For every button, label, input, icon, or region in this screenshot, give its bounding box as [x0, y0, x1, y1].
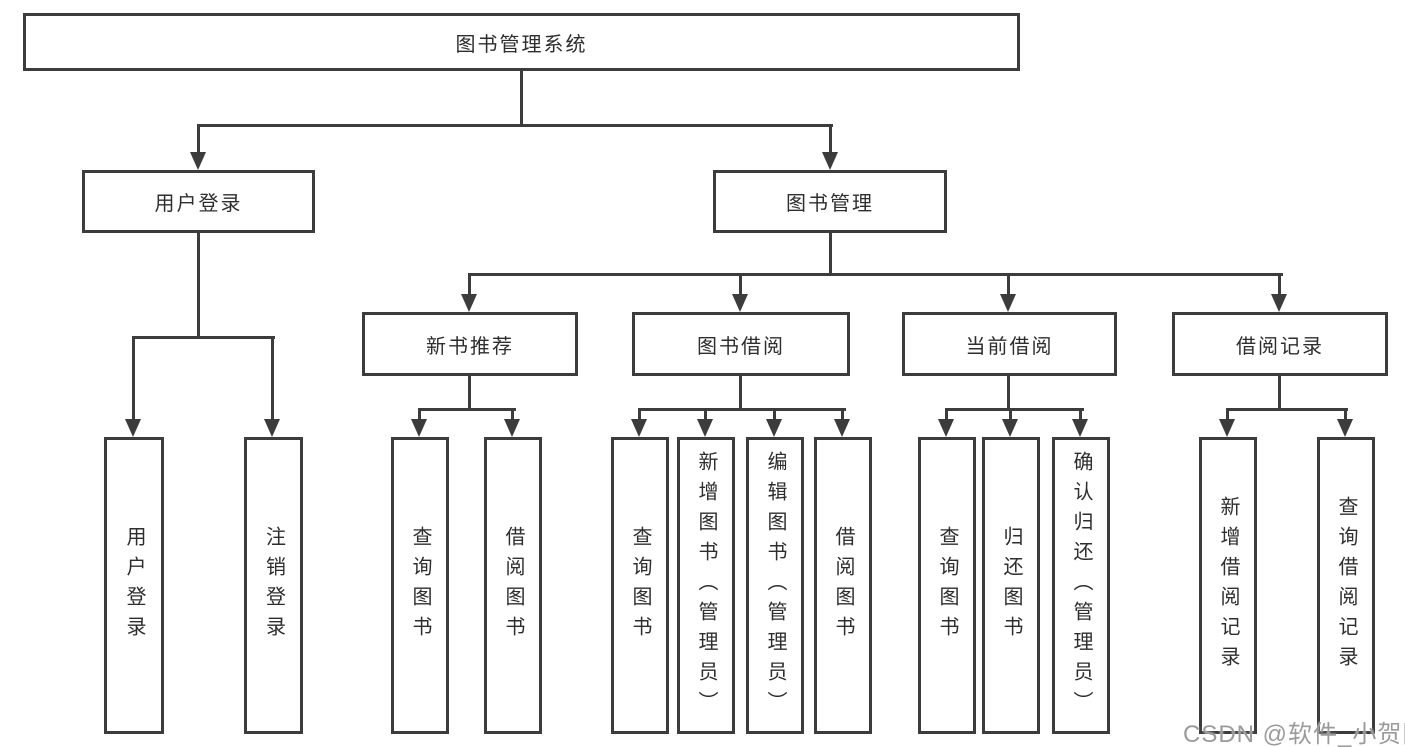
connector-line [197, 124, 200, 152]
node-label: 图书借阅 [697, 335, 785, 358]
node-label: 新增图书（管理员） [695, 450, 717, 721]
connector-line [945, 408, 948, 419]
arrow-down-icon [1002, 419, 1018, 437]
connector-line [945, 408, 1084, 411]
node-label: 用户登录 [123, 525, 145, 646]
connector-line [271, 336, 274, 419]
leaf-newbook-query-books: 查询图书 [391, 437, 449, 734]
node-label: 注销登录 [262, 525, 285, 646]
arrow-down-icon [411, 419, 427, 437]
leaf-records-query-record: 查询借阅记录 [1317, 437, 1375, 734]
node-label: 借阅图书 [832, 525, 854, 646]
node-label: 新增借阅记录 [1217, 495, 1239, 676]
arrow-down-icon [190, 152, 206, 170]
connector-line [511, 408, 514, 419]
connector-line [1079, 408, 1082, 419]
arrow-down-icon [834, 419, 850, 437]
node-library-management-system: 图书管理系统 [23, 13, 1020, 71]
node-user-login: 用户登录 [82, 170, 315, 233]
arrow-down-icon [1337, 419, 1353, 437]
node-label: 查询图书 [936, 525, 958, 646]
node-label: 编辑图书（管理员） [764, 450, 786, 721]
connector-line [739, 376, 742, 411]
node-label: 归还图书 [1000, 525, 1022, 646]
node-label: 查询借阅记录 [1335, 495, 1357, 676]
leaf-borrow-add-books-admin: 新增图书（管理员） [677, 437, 735, 734]
arrow-down-icon [1271, 294, 1287, 312]
node-label: 当前借阅 [965, 335, 1054, 358]
connector-line [1226, 408, 1348, 411]
connector-line [418, 408, 516, 411]
node-new-book-recommendation: 新书推荐 [362, 312, 578, 376]
connector-line [468, 273, 471, 294]
node-label: 图书管理系统 [455, 33, 588, 56]
leaf-current-query-books: 查询图书 [918, 437, 976, 734]
connector-line [468, 273, 1283, 276]
connector-line [1007, 273, 1010, 294]
connector-line [1007, 376, 1010, 411]
arrow-down-icon [1000, 294, 1016, 312]
connector-line [829, 233, 832, 276]
arrow-down-icon [125, 419, 141, 437]
connector-line [418, 408, 421, 419]
arrow-down-icon [631, 419, 647, 437]
csdn-watermark: CSDN @软件_小贺同学 [1183, 721, 1405, 747]
leaf-user-login: 用户登录 [104, 437, 164, 734]
connector-line [1278, 376, 1281, 411]
leaf-logout: 注销登录 [244, 437, 303, 734]
connector-line [829, 124, 832, 152]
leaf-borrow-edit-books-admin: 编辑图书（管理员） [746, 437, 804, 734]
leaf-newbook-borrow-books: 借阅图书 [484, 437, 542, 734]
arrow-down-icon [264, 419, 280, 437]
connector-line [638, 408, 846, 411]
node-book-management: 图书管理 [713, 170, 947, 233]
arrow-down-icon [461, 294, 477, 312]
arrow-down-icon [732, 294, 748, 312]
leaf-borrow-borrow-books: 借阅图书 [814, 437, 872, 734]
node-label: 新书推荐 [426, 335, 514, 358]
connector-line [197, 124, 833, 127]
node-book-borrowing: 图书借阅 [632, 312, 850, 376]
arrow-down-icon [938, 419, 954, 437]
node-label: 查询图书 [409, 525, 431, 646]
connector-line [1226, 408, 1229, 419]
arrow-down-icon [822, 152, 838, 170]
arrow-down-icon [1219, 419, 1235, 437]
leaf-borrow-query-books: 查询图书 [611, 437, 669, 734]
connector-line [1344, 408, 1347, 419]
connector-line [468, 376, 471, 411]
connector-line [520, 70, 523, 124]
node-label: 查询图书 [629, 525, 651, 646]
connector-line [197, 233, 200, 339]
node-borrowing-records: 借阅记录 [1172, 312, 1388, 376]
arrow-down-icon [697, 419, 713, 437]
node-label: 确认归还（管理员） [1070, 450, 1092, 721]
connector-line [773, 408, 776, 419]
node-label: 借阅记录 [1236, 335, 1324, 358]
node-label: 图书管理 [786, 193, 874, 215]
connector-line [739, 273, 742, 294]
connector-line [841, 408, 844, 419]
connector-line [704, 408, 707, 419]
connector-line [638, 408, 641, 419]
connector-line [132, 336, 275, 339]
node-label: 用户登录 [154, 193, 243, 215]
arrow-down-icon [1072, 419, 1088, 437]
leaf-current-confirm-return-admin: 确认归还（管理员） [1052, 437, 1110, 734]
leaf-records-add-record: 新增借阅记录 [1199, 437, 1257, 734]
arrow-down-icon [504, 419, 520, 437]
connector-line [1009, 408, 1012, 419]
leaf-current-return-books: 归还图书 [982, 437, 1040, 734]
node-label: 借阅图书 [502, 525, 524, 646]
connector-line [132, 336, 135, 419]
arrow-down-icon [766, 419, 782, 437]
node-current-borrowing: 当前借阅 [902, 312, 1117, 376]
connector-line [1278, 273, 1281, 294]
